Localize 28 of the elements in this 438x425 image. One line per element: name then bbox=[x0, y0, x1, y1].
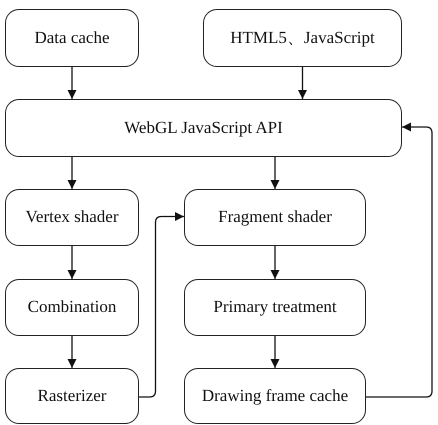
arrow bbox=[270, 157, 280, 189]
box-label: Drawing frame cache bbox=[202, 386, 348, 406]
process-box bbox=[5, 279, 139, 336]
arrow bbox=[270, 246, 280, 279]
process-box bbox=[184, 279, 366, 336]
box-label: Data cache bbox=[34, 28, 110, 48]
box-label: Vertex shader bbox=[26, 208, 118, 227]
process-box bbox=[5, 189, 139, 246]
box-label: Combination bbox=[28, 298, 116, 317]
arrow bbox=[366, 122, 433, 398]
arrow bbox=[270, 336, 280, 368]
box-label: HTML5、JavaScript bbox=[230, 28, 375, 48]
process-box bbox=[203, 9, 402, 67]
process-box bbox=[5, 99, 402, 157]
process-box bbox=[5, 9, 139, 67]
arrow bbox=[139, 212, 184, 398]
process-box bbox=[184, 368, 366, 424]
box-label: WebGL JavaScript API bbox=[124, 118, 283, 138]
process-box bbox=[184, 189, 366, 246]
arrow bbox=[68, 67, 76, 99]
box-label: Rasterizer bbox=[38, 386, 106, 406]
arrow bbox=[298, 67, 307, 99]
box-label: Fragment shader bbox=[218, 208, 332, 227]
box-label: Primary treatment bbox=[213, 298, 337, 317]
process-box bbox=[5, 368, 139, 424]
arrow bbox=[68, 157, 76, 189]
arrow bbox=[68, 246, 76, 279]
arrow bbox=[68, 336, 76, 368]
